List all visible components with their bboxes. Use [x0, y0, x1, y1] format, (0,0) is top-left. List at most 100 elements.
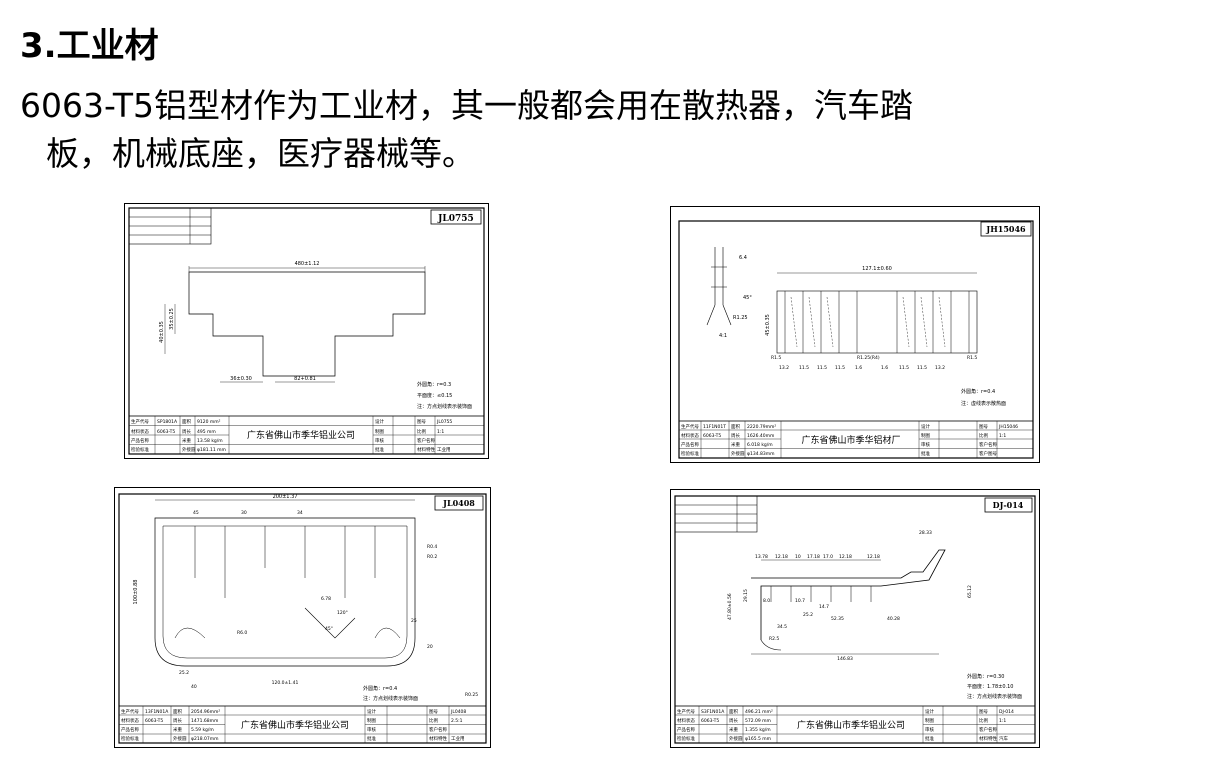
dim-label: 6.4: [739, 255, 747, 261]
tb-cell: 产品名称: [677, 726, 695, 733]
dim-label: 12.18: [867, 554, 880, 560]
tb-cell: 审核: [925, 726, 934, 733]
dim-label: 120.0±1.41: [272, 680, 299, 686]
company-name: 广东省佛山市季华铝业公司: [797, 719, 905, 731]
tb-cell: 生产代号: [681, 423, 699, 430]
tb-cell: 比例: [979, 717, 988, 724]
dim-label: 20: [427, 644, 433, 650]
tb-cell: 面积: [182, 418, 191, 425]
dim-label: 36±0.30: [230, 376, 252, 382]
tb-cell: 1:1: [437, 429, 444, 435]
dim-label: R0.4: [427, 544, 437, 550]
tb-cell: 制图: [921, 432, 930, 439]
note: 注：方点划线表示装饰面: [363, 695, 418, 702]
dim-label: R1.5: [771, 355, 781, 361]
tb-cell: 产品名称: [131, 437, 149, 444]
tb-cell: φ165.5 mm: [745, 736, 771, 742]
dim-label: R0.2: [427, 554, 437, 560]
tb-cell: 外接圆: [729, 735, 743, 742]
dim-label: 13.2: [935, 365, 945, 371]
dim-label: 10: [795, 554, 801, 560]
tb-cell: 1:1: [999, 718, 1006, 724]
drawing-dj014: DJ-014 13.78 12.18 10 17.18 17.0 12.18 1…: [670, 489, 1040, 748]
dim-label: 40.28: [887, 616, 900, 622]
slide-title: 3.工业材: [20, 26, 159, 66]
tb-cell: 496.21 mm²: [745, 709, 773, 715]
tb-cell: 产品名称: [681, 441, 699, 448]
tb-cell: 制图: [375, 428, 384, 435]
tb-cell: 生产代号: [677, 708, 695, 715]
tb-cell: 面积: [729, 708, 738, 715]
tb-cell: 批准: [921, 450, 930, 457]
dim-label: 8.0: [763, 598, 770, 604]
tb-cell: 材料特性: [979, 735, 997, 742]
tb-cell: 产品名称: [121, 726, 139, 733]
tb-cell: 面积: [731, 423, 740, 430]
tb-cell: S3F1N01A: [701, 709, 725, 715]
tb-cell: DJ-014: [999, 709, 1014, 715]
tb-cell: 制图: [925, 717, 934, 724]
dim-label: 45°: [743, 295, 752, 301]
tb-cell: JL0755: [436, 419, 452, 425]
body-line-1: 6063-T5铝型材作为工业材，其一般都会用在散热器，汽车踏: [20, 86, 914, 125]
dim-label: 65.12: [967, 585, 973, 598]
dim-label: 47.80±0.56: [727, 593, 733, 620]
drawing-dj014-svg: DJ-014 13.78 12.18 10 17.18 17.0 12.18 1…: [674, 495, 1036, 744]
dim-label: 25: [411, 618, 417, 624]
tb-cell: 设计: [921, 423, 930, 430]
dim-label: R1.5: [967, 355, 977, 361]
dim-label: 11.5: [799, 365, 809, 371]
dim-label: 120°: [337, 610, 348, 616]
tb-cell: 客户名称: [417, 437, 435, 444]
dim-label: 11.5: [835, 365, 845, 371]
tb-cell: 生产代号: [131, 418, 149, 425]
dim-label: 17.0: [823, 554, 833, 560]
tb-cell: 2054.96mm²: [191, 709, 220, 715]
dim-label: 40: [191, 684, 197, 690]
dim-label: R0.25: [465, 692, 478, 698]
tb-cell: 1471.68mm: [191, 718, 218, 724]
tb-cell: 外接圆: [731, 450, 745, 457]
dim-label: 6.78: [321, 596, 331, 602]
tb-cell: JL0408: [450, 709, 466, 715]
dim-label: 30: [241, 510, 247, 516]
tb-cell: 材料状态: [677, 717, 695, 724]
tb-cell: 材料特性: [417, 446, 435, 453]
dim-label: 1.6: [881, 365, 888, 371]
tb-cell: 审核: [367, 726, 376, 733]
tb-cell: 面积: [173, 708, 182, 715]
tb-cell: 审核: [921, 441, 930, 448]
dim-label: 1.6: [855, 365, 862, 371]
tb-cell: 设计: [925, 708, 934, 715]
tb-cell: 外接圆: [182, 446, 196, 453]
tb-cell: 工业用: [451, 735, 465, 742]
drawing-jl0408: JL0408 200±1.37 100±0.88 45 34 30 25.2 4…: [114, 487, 491, 748]
tb-cell: 2220.79mm²: [747, 424, 776, 430]
dim-label: 146.83: [837, 656, 853, 662]
drawing-jl0755: JL0755 480±1.12 40±0.35 35±0.25 36±0.30 …: [124, 203, 489, 459]
drawing-code: JL0408: [442, 498, 475, 508]
tb-cell: 检验标准: [131, 446, 149, 453]
tb-cell: 周长: [731, 432, 740, 439]
note: 外圆角：r=0.4: [363, 685, 397, 692]
tb-cell: 检验标准: [681, 450, 699, 457]
tb-cell: 设计: [375, 418, 384, 425]
dim-label: 25.2: [803, 612, 813, 618]
dim-label: 12.18: [839, 554, 852, 560]
tb-cell: 批准: [925, 735, 934, 742]
tb-cell: 比例: [429, 717, 438, 724]
tb-cell: 495 mm: [197, 429, 216, 435]
dim-label: 34.5: [777, 624, 787, 630]
tb-cell: 5.59 kg/m: [191, 727, 214, 733]
dim-label: 13.2: [779, 365, 789, 371]
drawing-jh15046: JH15046 6.4 45° 4:1 R1.25 127.1±0.60 45±…: [670, 206, 1040, 463]
tb-cell: 制图: [367, 717, 376, 724]
dim-label: 45: [193, 510, 199, 516]
tb-cell: 13.58 kg/m: [197, 438, 223, 444]
dim-label: R1.25: [733, 315, 748, 321]
tb-cell: 批准: [375, 446, 384, 453]
tb-cell: JH15046: [998, 424, 1018, 430]
tb-cell: φ134.83mm: [747, 451, 774, 457]
tb-cell: 比例: [979, 432, 988, 439]
tb-cell: 外接圆: [173, 735, 187, 742]
